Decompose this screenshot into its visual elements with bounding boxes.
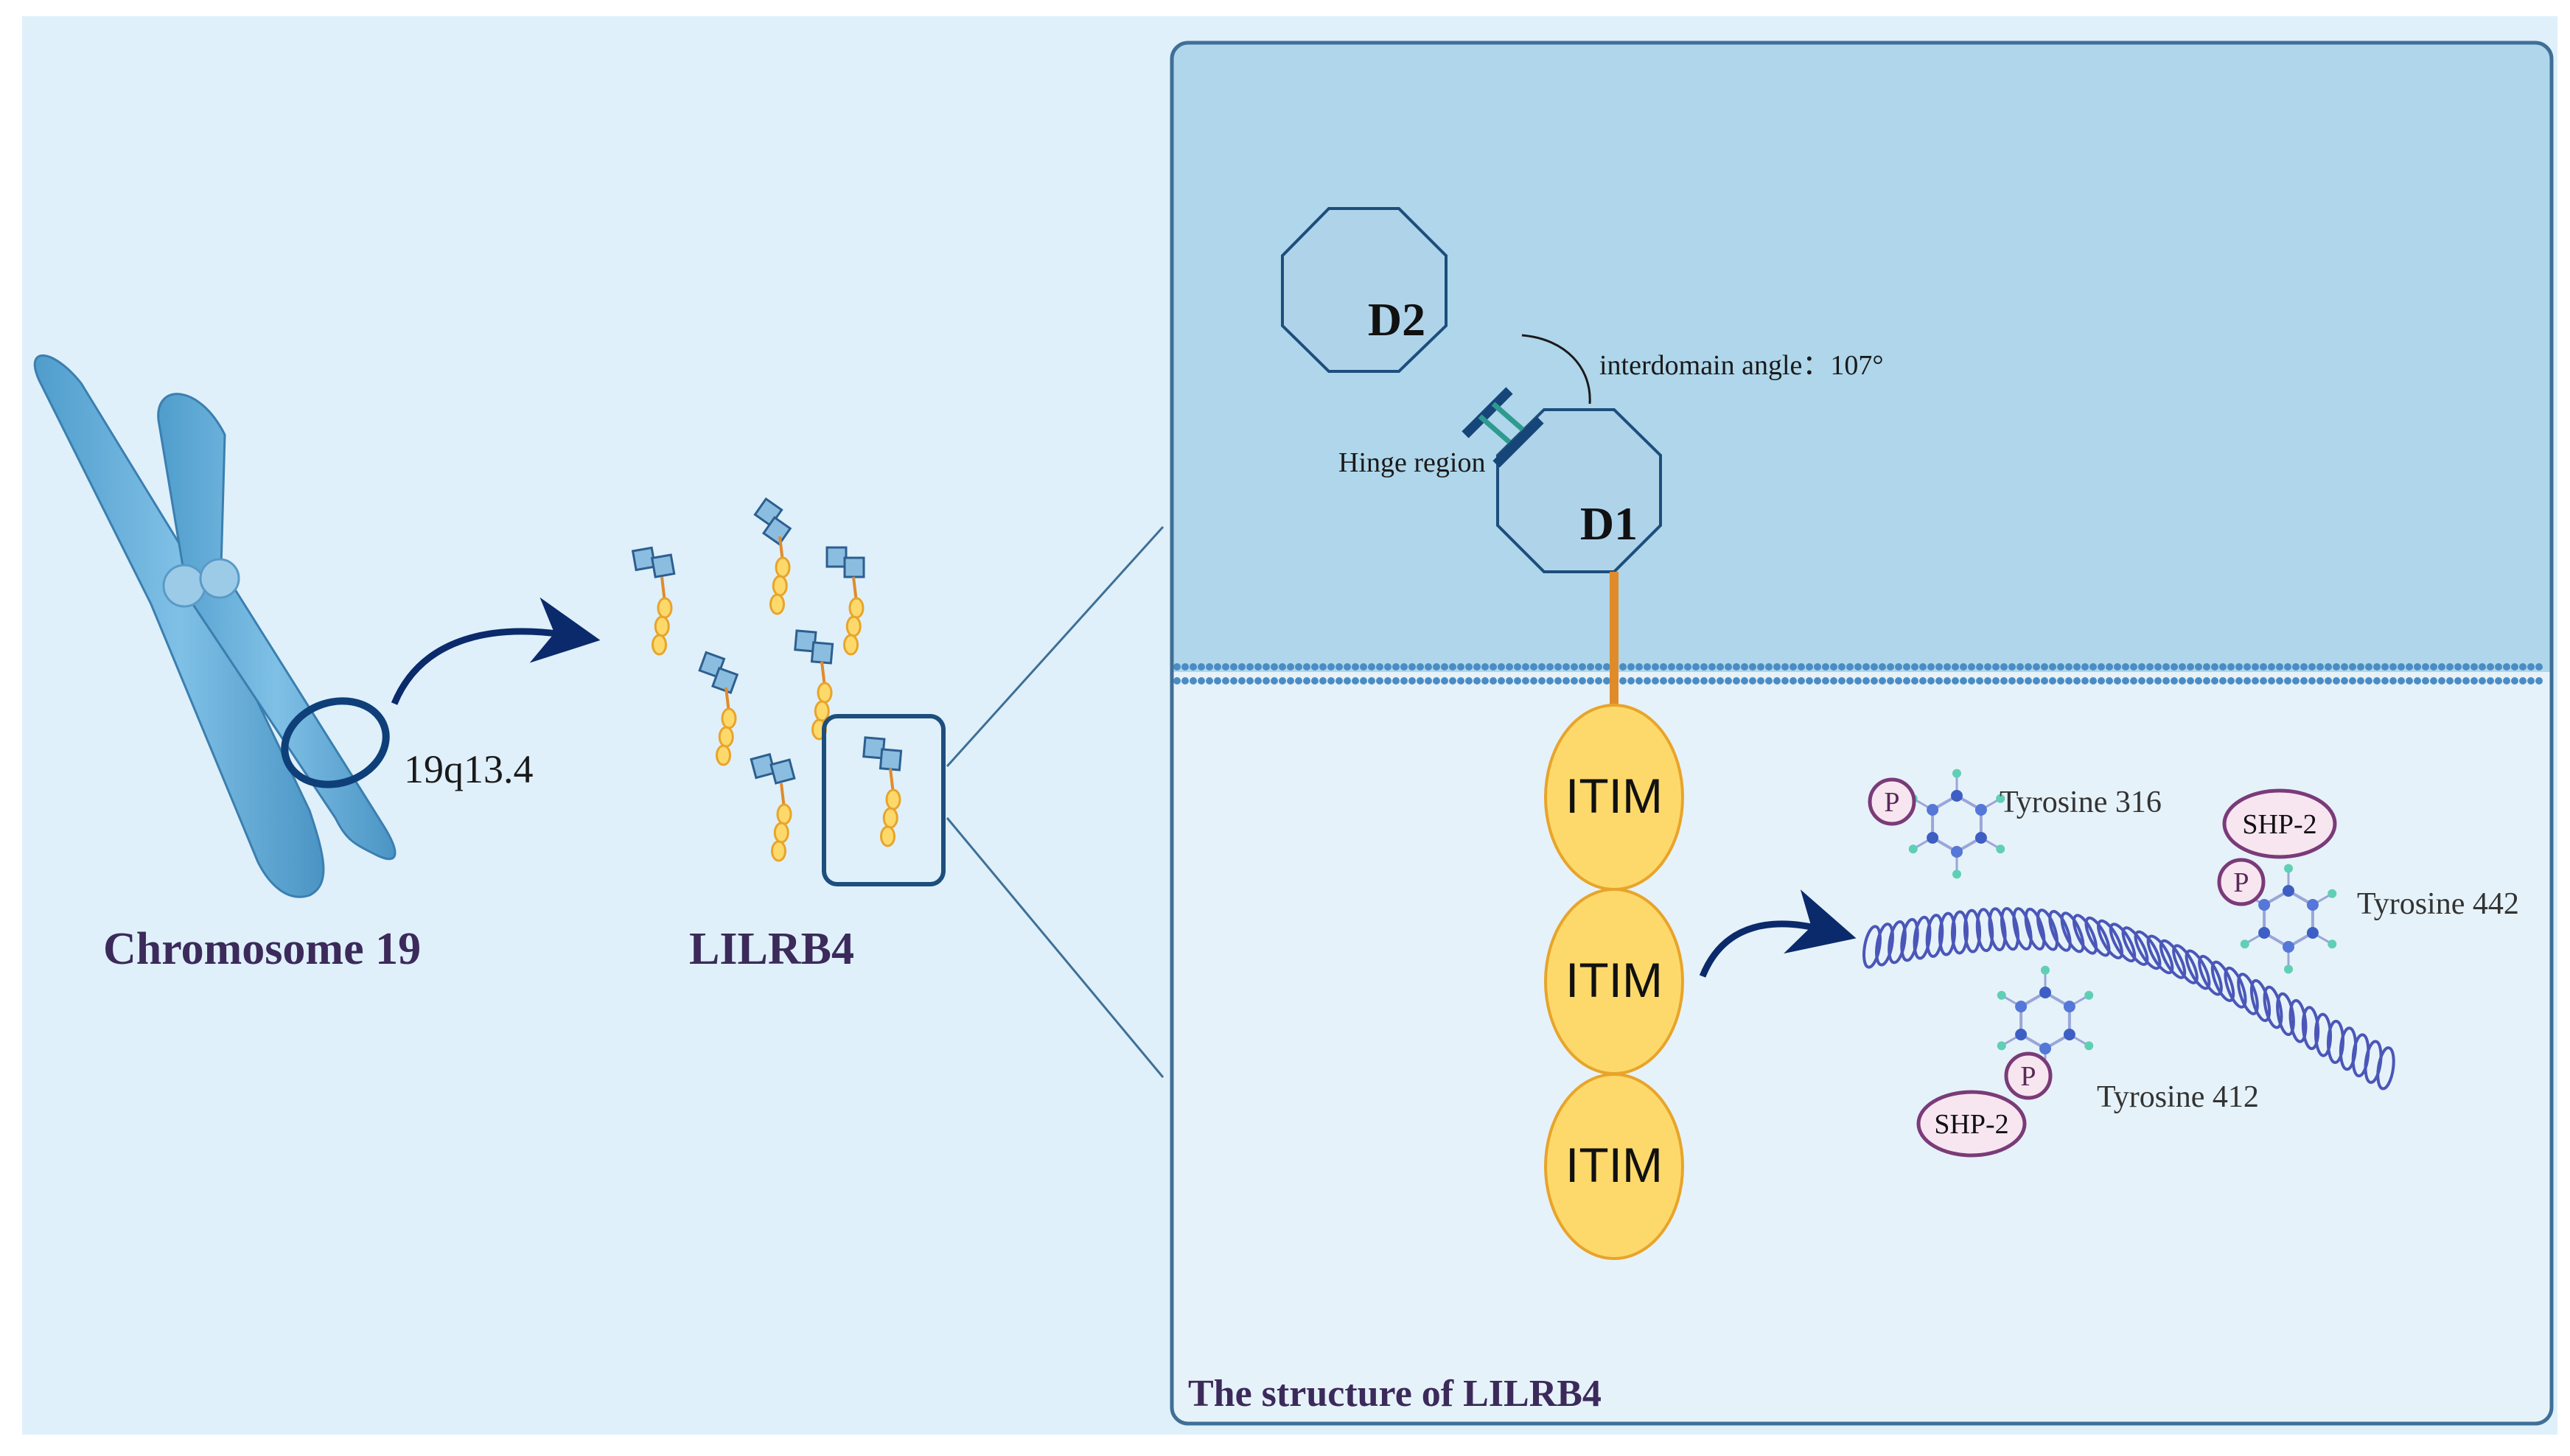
tyrosine-412-label: Tyrosine 412 bbox=[2097, 1080, 2259, 1114]
phosphate-label: P bbox=[2233, 867, 2249, 898]
chromosome-to-lilrb4-arrow bbox=[391, 597, 601, 705]
itim-to-signaling-arrow bbox=[1699, 889, 1857, 978]
tyrosine-molecule bbox=[2240, 864, 2337, 974]
phosphate-badge bbox=[1868, 777, 1916, 826]
tyrosine-molecules bbox=[1908, 769, 2337, 1076]
signaling-helix bbox=[1862, 906, 2395, 1091]
tyrosine-442-label: Tyrosine 442 bbox=[2357, 887, 2519, 921]
itim-domains: ITIM ITIM ITIM bbox=[1544, 704, 1684, 1260]
chromosome-19-drawing bbox=[33, 354, 397, 898]
tyrosine-molecule bbox=[1908, 769, 2005, 879]
lilrb4-molecule bbox=[631, 546, 676, 656]
shp2-protein bbox=[2222, 788, 2337, 859]
phosphate-badge bbox=[2004, 1051, 2053, 1100]
shp2-label: SHP-2 bbox=[1934, 1109, 2008, 1140]
itim-label: ITIM bbox=[1565, 1138, 1663, 1192]
locus-label: 19q13.4 bbox=[404, 747, 534, 791]
chromosome-caption: Chromosome 19 bbox=[103, 924, 421, 974]
lilrb4-molecule bbox=[753, 497, 792, 615]
locus-ring bbox=[281, 697, 390, 788]
phosphate-label: P bbox=[1884, 787, 1899, 818]
lilrb4-molecule bbox=[794, 629, 834, 741]
lilrb4-molecules bbox=[631, 497, 903, 862]
phosphate-label: P bbox=[2020, 1061, 2036, 1092]
itim-3 bbox=[1544, 1073, 1684, 1260]
transmembrane-stalk bbox=[1610, 572, 1619, 716]
interdomain-angle-arc bbox=[1521, 334, 1591, 405]
shp2-proteins: SHP-2 SHP-2 bbox=[1916, 788, 2337, 1158]
tyrosine-316-label: Tyrosine 316 bbox=[2000, 785, 2162, 819]
hinge-label: Hinge region bbox=[1338, 447, 1485, 478]
shp2-protein bbox=[1916, 1090, 2027, 1158]
itim-label: ITIM bbox=[1565, 953, 1663, 1007]
lilrb4-caption: LILRB4 bbox=[689, 924, 854, 974]
lilrb4-molecule bbox=[862, 736, 903, 847]
hinge-region bbox=[1462, 387, 1544, 468]
phosphate-badges: P P P bbox=[1868, 777, 2266, 1100]
zoom-line-top bbox=[946, 525, 1164, 768]
lilrb4-molecule bbox=[750, 752, 796, 862]
panel-title: The structure of LILRB4 bbox=[1188, 1373, 1602, 1415]
zoom-line-bottom bbox=[946, 817, 1164, 1078]
phosphate-badge bbox=[2217, 858, 2266, 906]
shp2-label: SHP-2 bbox=[2242, 809, 2316, 840]
angle-label: interdomain angle：107° bbox=[1599, 350, 1884, 381]
itim-label: ITIM bbox=[1565, 769, 1663, 823]
zoom-box bbox=[822, 714, 946, 886]
d2-label: D2 bbox=[1368, 293, 1425, 346]
lilrb4-molecule bbox=[825, 546, 865, 656]
tyrosine-molecule bbox=[1997, 965, 2094, 1076]
cell-membrane bbox=[1173, 663, 2543, 685]
d1-label: D1 bbox=[1580, 497, 1638, 550]
d2-domain bbox=[1281, 207, 1448, 373]
lilrb4-molecule bbox=[698, 651, 739, 766]
